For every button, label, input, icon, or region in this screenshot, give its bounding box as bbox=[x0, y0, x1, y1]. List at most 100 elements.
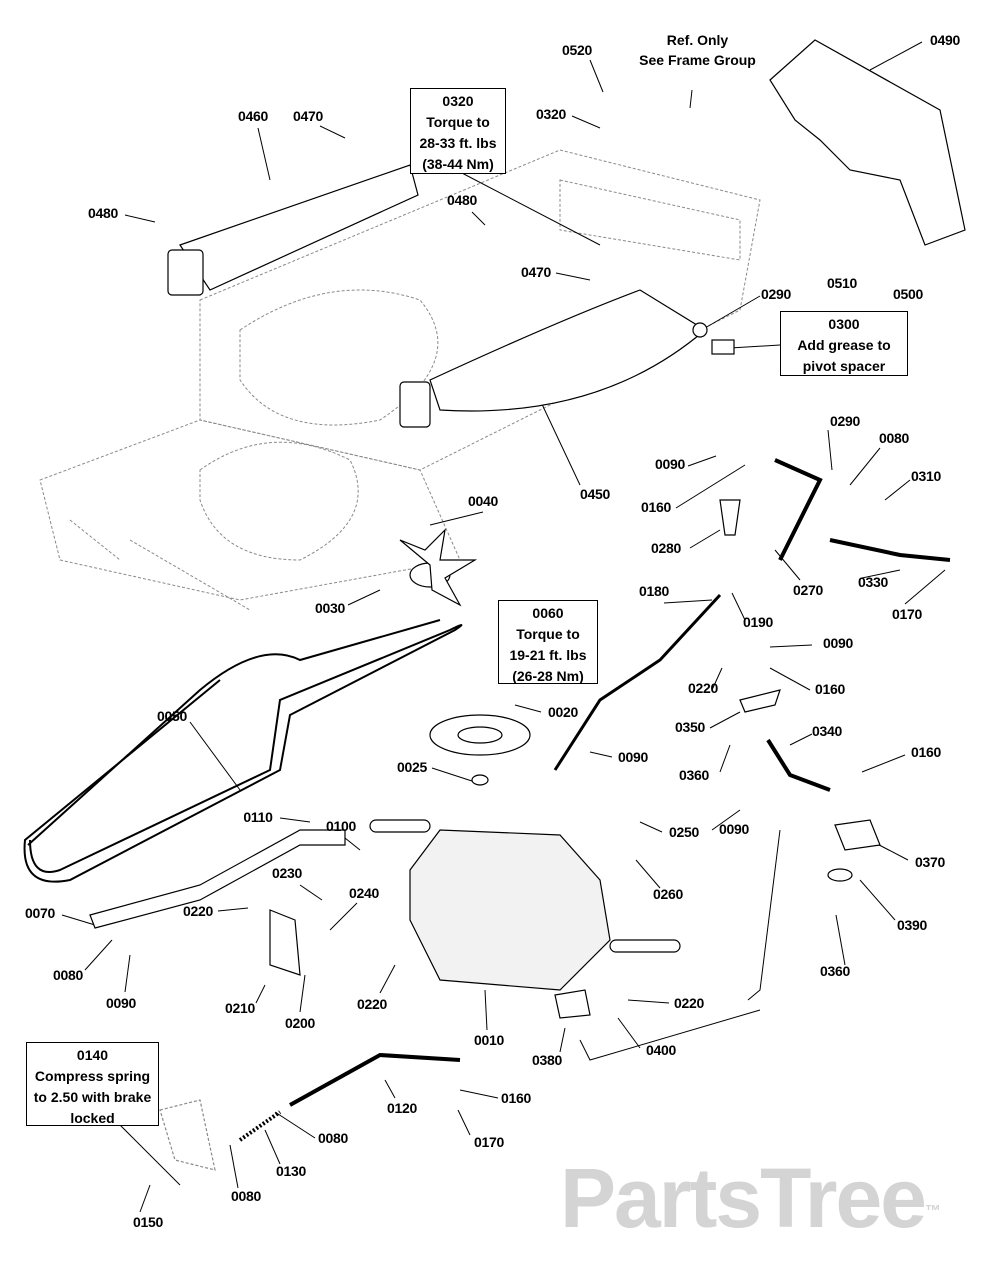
note-line: (26-28 Nm) bbox=[512, 668, 584, 684]
callout-0220: 0220 bbox=[674, 995, 704, 1011]
part-0130-spring bbox=[238, 1110, 282, 1142]
part-0010-transaxle bbox=[409, 829, 611, 991]
callout-0200: 0200 bbox=[285, 1015, 315, 1031]
callout-0170: 0170 bbox=[892, 606, 922, 622]
part-0180-rod bbox=[553, 593, 722, 771]
frame-reference-note: Ref. Only See Frame Group bbox=[630, 30, 765, 70]
callout-0400: 0400 bbox=[646, 1042, 676, 1058]
callout-0090: 0090 bbox=[655, 456, 685, 472]
callout-0020: 0020 bbox=[548, 704, 578, 720]
part-0340-lever bbox=[766, 738, 831, 792]
note-line: locked bbox=[70, 1110, 115, 1126]
callout-0080: 0080 bbox=[231, 1188, 261, 1204]
callout-0470: 0470 bbox=[293, 108, 323, 124]
callout-0390: 0390 bbox=[897, 917, 927, 933]
callout-0370: 0370 bbox=[915, 854, 945, 870]
part-0450-panel bbox=[429, 289, 707, 412]
axle-right bbox=[609, 939, 681, 953]
part-0050-belt-inner bbox=[27, 619, 441, 846]
callout-0490: 0490 bbox=[930, 32, 960, 48]
note-line: 0140 bbox=[76, 1047, 109, 1063]
callout-0250: 0250 bbox=[669, 824, 699, 840]
watermark-text: PartsTree bbox=[560, 1151, 927, 1245]
callout-0520: 0520 bbox=[562, 42, 592, 58]
watermark: PartsTree™ bbox=[560, 1150, 941, 1246]
callout-0010: 0010 bbox=[474, 1032, 504, 1048]
callout-0220: 0220 bbox=[357, 996, 387, 1012]
callout-0380: 0380 bbox=[532, 1052, 562, 1068]
callout-0150: 0150 bbox=[133, 1214, 163, 1230]
note-line: 0300 bbox=[828, 316, 860, 332]
callout-0240: 0240 bbox=[349, 885, 379, 901]
part-0460-panel bbox=[179, 164, 419, 291]
callout-0260: 0260 bbox=[653, 886, 683, 902]
note-line: Add grease to bbox=[797, 337, 891, 353]
part-0450-bumper bbox=[399, 381, 431, 428]
part-0280-knob bbox=[719, 499, 741, 536]
part-0050-belt bbox=[23, 624, 463, 883]
part-0390-washer bbox=[827, 868, 853, 882]
part-0200-bracket bbox=[269, 909, 301, 976]
brake-reference bbox=[159, 1099, 216, 1171]
note-line: Torque to bbox=[426, 114, 490, 130]
callout-0080: 0080 bbox=[879, 430, 909, 446]
callout-0180: 0180 bbox=[639, 583, 669, 599]
callout-0360: 0360 bbox=[679, 767, 709, 783]
callout-0120: 0120 bbox=[387, 1100, 417, 1116]
part-0330-rod bbox=[829, 538, 951, 562]
parts bbox=[23, 39, 966, 1171]
callout-0070: 0070 bbox=[25, 905, 55, 921]
part-0350-plate bbox=[739, 689, 781, 713]
note-box-0140: 0140 Compress spring to 2.50 with brake … bbox=[26, 1042, 159, 1126]
callout-0480: 0480 bbox=[88, 205, 118, 221]
part-0370-bracket bbox=[834, 819, 881, 851]
part-0120-rod bbox=[289, 1052, 461, 1107]
callout-0040: 0040 bbox=[468, 493, 498, 509]
callout-0050: 0050 bbox=[157, 708, 187, 724]
callout-0320: 0320 bbox=[536, 106, 566, 122]
note-line: 0320 bbox=[442, 93, 474, 109]
callout-0090: 0090 bbox=[106, 995, 136, 1011]
part-0490-bracket bbox=[769, 39, 966, 246]
callout-0030: 0030 bbox=[315, 600, 345, 616]
callout-0210: 0210 bbox=[225, 1000, 255, 1016]
callout-0340: 0340 bbox=[812, 723, 842, 739]
callout-0280: 0280 bbox=[651, 540, 681, 556]
callout-0100: 0100 bbox=[326, 818, 356, 834]
note-line: 28-33 ft. lbs bbox=[419, 135, 497, 151]
callout-0160: 0160 bbox=[641, 499, 671, 515]
part-0270-lever bbox=[774, 458, 823, 561]
reference-line: See Frame Group bbox=[639, 52, 756, 68]
callout-0450: 0450 bbox=[580, 486, 610, 502]
note-line: Compress spring bbox=[34, 1068, 151, 1084]
note-box-0300: 0300 Add grease to pivot spacer bbox=[780, 311, 908, 376]
callout-0480: 0480 bbox=[447, 192, 477, 208]
reference-line: Ref. Only bbox=[666, 32, 729, 48]
callout-0220: 0220 bbox=[183, 903, 213, 919]
leader-lines bbox=[61, 41, 946, 1213]
callout-0160: 0160 bbox=[815, 681, 845, 697]
callout-0110: 0110 bbox=[243, 809, 273, 825]
callout-0190: 0190 bbox=[743, 614, 773, 630]
callout-0220: 0220 bbox=[688, 680, 718, 696]
callout-0230: 0230 bbox=[272, 865, 302, 881]
callout-0270: 0270 bbox=[793, 582, 823, 598]
part-0025-washer bbox=[471, 774, 489, 786]
note-line: pivot spacer bbox=[802, 358, 886, 374]
part-0300-spacer bbox=[711, 339, 735, 355]
callout-0350: 0350 bbox=[675, 719, 705, 735]
trademark: ™ bbox=[924, 1203, 941, 1220]
callout-0080: 0080 bbox=[53, 967, 83, 983]
note-line: 19-21 ft. lbs bbox=[509, 647, 587, 663]
callout-0460: 0460 bbox=[238, 108, 268, 124]
callout-0090: 0090 bbox=[719, 821, 749, 837]
callout-0025: 0025 bbox=[397, 759, 427, 775]
note-line: (38-44 Nm) bbox=[422, 156, 494, 172]
callout-0160: 0160 bbox=[501, 1090, 531, 1106]
callout-0470: 0470 bbox=[521, 264, 551, 280]
part-0460-bumper bbox=[167, 249, 204, 296]
note-line: Torque to bbox=[516, 626, 580, 642]
callout-0080: 0080 bbox=[318, 1130, 348, 1146]
